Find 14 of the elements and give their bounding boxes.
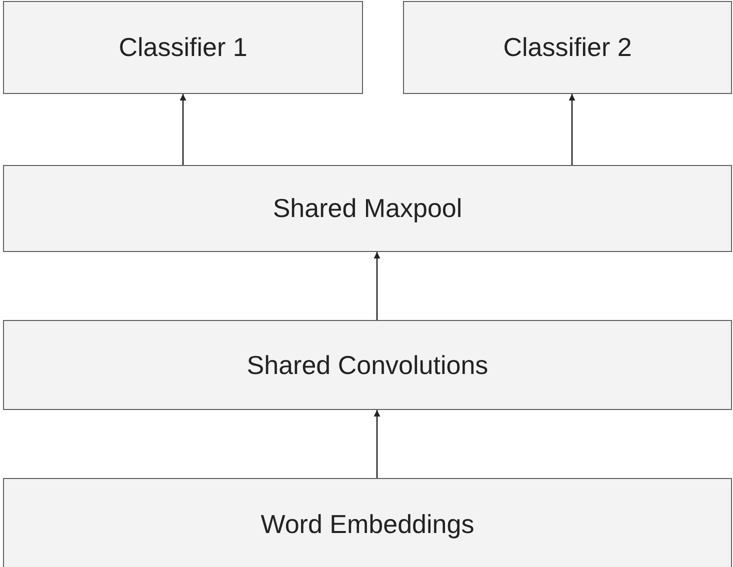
layer-label: Classifier 1 xyxy=(118,32,248,63)
layer-label: Shared Maxpool xyxy=(272,193,462,224)
layer-label: Shared Convolutions xyxy=(246,350,488,380)
arrow xyxy=(374,252,380,320)
layer-box xyxy=(3,165,732,252)
arrow xyxy=(568,94,576,165)
layer-label: Classifier 2 xyxy=(503,32,632,63)
layer-box xyxy=(3,1,363,94)
arrow xyxy=(180,94,186,165)
layer-label: Word Embeddings xyxy=(260,508,474,540)
layer-box xyxy=(403,1,732,94)
layer-box xyxy=(3,478,732,567)
layer-box xyxy=(3,320,732,410)
arrow xyxy=(374,410,380,478)
